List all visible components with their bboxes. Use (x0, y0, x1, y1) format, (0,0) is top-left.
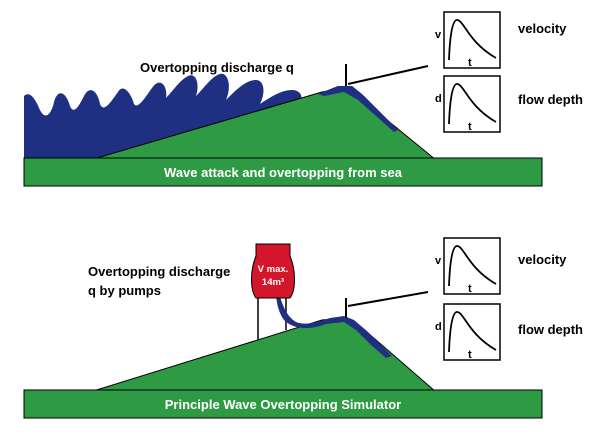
hydrograph-curve (448, 311, 497, 353)
hydrograph-curve (448, 245, 497, 287)
pump-tank (251, 243, 295, 299)
y-axis-label: v (435, 29, 442, 41)
top-foreland (23, 157, 543, 187)
top-base-label: Wave attack and overtopping from sea (164, 165, 403, 180)
bottom-depth-label: flow depth (518, 322, 583, 337)
graph-frame (443, 75, 501, 133)
graph-frame (443, 303, 501, 361)
graph-frame (443, 11, 501, 69)
top-scene: Overtopping discharge q Wave attack and … (23, 60, 543, 187)
top-velocity-label: velocity (518, 21, 567, 36)
bottom-discharge-label-line2: q by pumps (88, 283, 161, 298)
bottom-depth-graph: d t (435, 303, 501, 361)
y-axis-label: d (435, 321, 442, 333)
x-axis-label: t (468, 349, 472, 361)
top-velocity-graph: v t (435, 11, 501, 69)
x-axis-label: t (468, 283, 472, 295)
bottom-scene: V max. 14m³ Overtopping discharge q by p… (23, 243, 543, 419)
bottom-foreland (23, 389, 543, 419)
bottom-velocity-graph: v t (435, 237, 501, 295)
sea-waves (24, 73, 398, 160)
top-overtopping-sheet (318, 86, 398, 132)
top-depth-label: flow depth (518, 92, 583, 107)
x-axis-label: t (468, 57, 472, 69)
bottom-velocity-label: velocity (518, 252, 567, 267)
tank-label-line1: V max. (258, 264, 289, 275)
top-discharge-label: Overtopping discharge q (140, 60, 294, 75)
graph-frame (443, 237, 501, 295)
bottom-leader-line (347, 291, 429, 307)
tank-label-line2: 14m³ (262, 277, 284, 288)
x-axis-label: t (468, 121, 472, 133)
top-leader-line (347, 65, 429, 85)
bottom-discharge-label-line1: Overtopping discharge (88, 264, 230, 279)
hydrograph-curve (448, 83, 497, 125)
hydrograph-curve (448, 19, 497, 61)
y-axis-label: d (435, 93, 442, 105)
y-axis-label: v (435, 255, 442, 267)
bottom-overtopping-sheet (276, 290, 392, 358)
bottom-base-label: Principle Wave Overtopping Simulator (165, 397, 401, 412)
top-depth-graph: d t (435, 75, 501, 133)
